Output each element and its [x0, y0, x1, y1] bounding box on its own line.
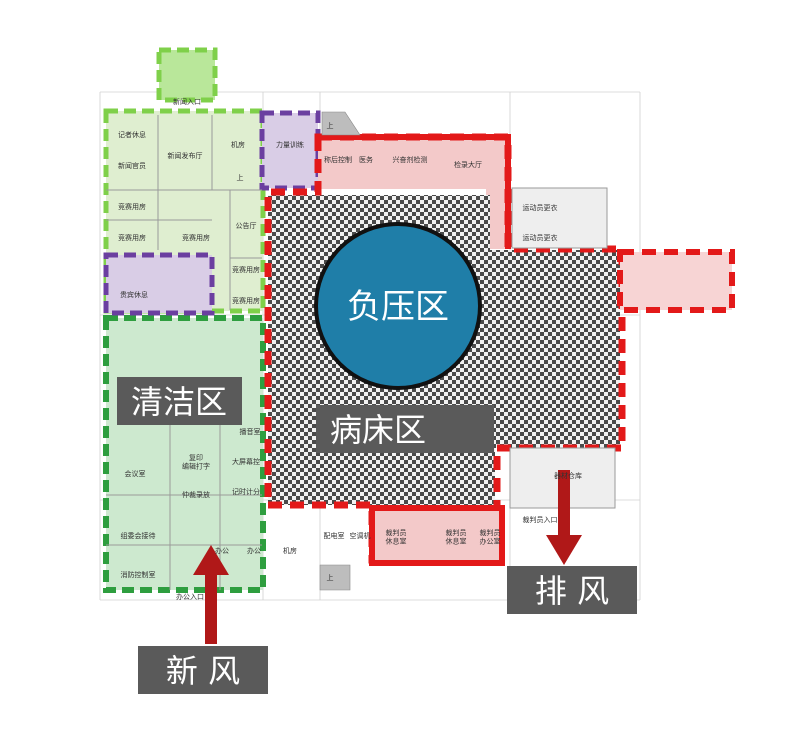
- exhaust-label: 排 风: [535, 572, 609, 610]
- clean-zone-label: 清洁区: [131, 383, 227, 421]
- room-meeting: 会议室: [125, 469, 146, 478]
- fresh-air-label: 新 风: [166, 652, 240, 690]
- room-referee-entrance: 裁判员入口: [523, 515, 558, 524]
- room-broadcast: 播音室: [240, 427, 261, 436]
- lower-clean-zone: [103, 315, 266, 593]
- room-org-reception: 组委会接待: [121, 531, 156, 540]
- exhaust-arrow: [546, 470, 582, 565]
- room-copy-print: 复印编辑打字: [182, 453, 210, 470]
- exhaust-label-box: [507, 566, 637, 614]
- room-arbitration: 仲裁录放: [182, 490, 210, 499]
- top-red-border: [318, 134, 511, 249]
- fresh-air-label-box: [138, 646, 268, 694]
- clean-zone-label-box: [117, 377, 242, 425]
- fresh-air-arrow: [193, 545, 229, 644]
- room-referee-rest-1: 裁判员休息室: [386, 528, 407, 545]
- room-vip-rest: 贵宾休息: [120, 290, 148, 299]
- check-hall-zone: [486, 137, 508, 249]
- room-news-entrance: 新闻入口: [173, 97, 201, 106]
- room-equipment: 器材仓库: [554, 471, 582, 480]
- vip-rest-zone: [103, 252, 215, 316]
- stair-up-1: 上: [327, 121, 334, 130]
- stair-up-3: 上: [327, 573, 334, 582]
- exhaust-extension-zone: [617, 249, 735, 313]
- room-ac: 空调机: [350, 531, 371, 540]
- room-referee-rest-2: 裁判员休息室: [446, 528, 467, 545]
- negative-pressure-label: 负压区: [347, 287, 449, 327]
- news-entrance-zone: [156, 47, 218, 103]
- room-office-entrance: 办公入口: [176, 592, 204, 601]
- room-power: 配电室: [324, 531, 345, 540]
- ward-label: 病床区: [330, 411, 426, 449]
- room-referee-office: 裁判员办公室: [480, 528, 501, 545]
- room-athlete-locker-1: 运动员更衣: [523, 203, 558, 212]
- room-match-1: 竞赛用房: [118, 202, 146, 211]
- room-news-officer: 新闻官员: [118, 161, 146, 170]
- referee-rooms-border: [369, 505, 505, 566]
- top-contaminated-zone: [318, 137, 508, 189]
- room-machine-2: 机房: [283, 546, 297, 555]
- room-match-3: 竞赛用房: [182, 233, 210, 242]
- room-office-2: 办公: [247, 546, 261, 555]
- room-press-hall: 新闻发布厅: [168, 151, 203, 160]
- staircases: [319, 111, 361, 591]
- clean-area-room-walls: [106, 115, 262, 590]
- room-match-2: 竞赛用房: [118, 233, 146, 242]
- room-weighing: 称后控制: [324, 155, 352, 164]
- room-machine-1: 机房: [231, 140, 245, 149]
- room-check-hall: 检录大厅: [454, 160, 482, 169]
- room-reporter-rest: 记者休息: [118, 130, 146, 139]
- room-office-1: 办公: [215, 546, 229, 555]
- room-fire-control: 消防控制室: [121, 570, 156, 579]
- ward-label-box: [316, 405, 494, 453]
- room-medical: 医务: [359, 155, 373, 164]
- room-strength-training: 力量训练: [276, 140, 304, 149]
- room-doping: 兴奋剂检测: [393, 155, 428, 164]
- negative-pressure-circle: [314, 222, 482, 390]
- room-big-screen: 大屏幕控: [232, 457, 260, 466]
- room-labels: 新闻入口 记者休息 新闻官员 新闻发布厅 机房 力量训练 竞赛用房 竞赛用房 竞…: [118, 97, 582, 601]
- room-match-4: 竞赛用房: [232, 265, 260, 274]
- strength-training-zone: [259, 110, 321, 191]
- stair-up-2: 上: [237, 173, 244, 182]
- room-match-5: 竞赛用房: [232, 296, 260, 305]
- room-toilet: 公告厅: [236, 221, 257, 230]
- room-timing: 记时计分: [232, 487, 260, 496]
- room-athlete-locker-2: 运动员更衣: [523, 233, 558, 242]
